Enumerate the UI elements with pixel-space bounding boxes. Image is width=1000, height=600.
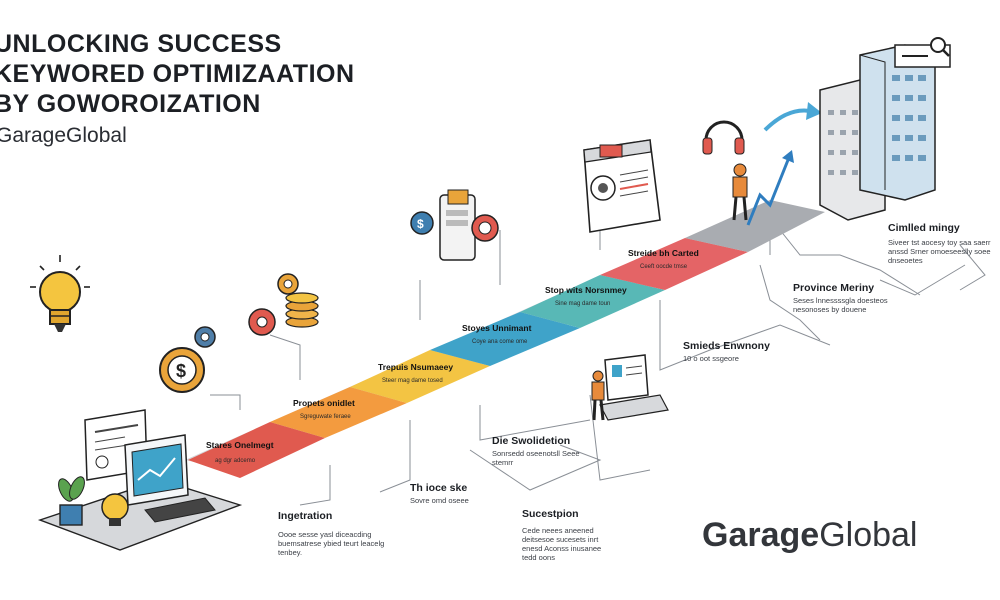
step-segment-2	[270, 387, 407, 438]
step-text-group: ag dgr adcemo Sgreguwate feraee Steer ma…	[215, 264, 688, 464]
label-ingetration-title: Ingetration	[278, 510, 333, 522]
step-title-3: Trepuis Nsumaeey	[378, 362, 453, 372]
label-th-ioce: Th ioce ske Sovre omd oseee	[410, 482, 500, 505]
buildings-icon	[819, 44, 951, 221]
label-sucestpion-text: Cede neees aneened deitsesoe sucesets in…	[522, 526, 602, 562]
step-text-1: ag dgr adcemo	[215, 458, 256, 464]
plant-icon	[58, 476, 85, 526]
step-title-1: Stares Onelmegt	[206, 440, 274, 450]
step-text-2: Sgreguwate feraee	[300, 414, 351, 420]
phone-coins-icon: $	[410, 189, 499, 261]
step-title-5: Stop wits Norsnmey	[545, 285, 627, 295]
step-segment-1	[188, 422, 325, 478]
title-line-1: UNLOCKING SUCCESS	[0, 30, 282, 58]
step-text-3: Steer mag dame tosed	[382, 378, 443, 384]
brand-logo: GarageGlobal	[702, 516, 917, 555]
label-cimlled: Cimlled mingy Siveer tst aocesy toy saa …	[888, 222, 993, 265]
browser-gear-icon	[583, 139, 661, 233]
svg-text:$: $	[417, 217, 424, 231]
label-province-title: Province Meriny	[793, 282, 875, 294]
step-title-6: Streide bh Carted	[628, 248, 699, 258]
person-arrow-icon	[732, 102, 822, 226]
desk-computer-icon	[37, 409, 243, 551]
label-die-swolidetion-text: Sonrsedd oseenotsll Seee stemrr	[492, 449, 580, 467]
title-line-2: KEYWORED OPTIMIZAATION	[0, 60, 355, 88]
step-text-6: Ceeft oocde tmse	[640, 264, 688, 270]
step-title-2: Propets onidlet	[293, 398, 355, 408]
lightbulb-icon	[30, 255, 90, 332]
step-segment-5	[520, 275, 665, 328]
title-line-3: BY GOWOROIZATION	[0, 90, 261, 118]
step-label-group: Stares Onelmegt Propets onidlet Trepuis …	[206, 248, 699, 450]
brand-logo-part2: Global	[819, 516, 918, 554]
brand-small: GarageGlobal	[0, 124, 127, 147]
label-die-swolidetion-title: Die Swolidetion	[492, 435, 571, 447]
step-text-5: Sine mag dame toun	[555, 301, 610, 307]
step-text-4: Coye ana come ome	[472, 339, 528, 345]
laptop-person-icon	[591, 354, 669, 421]
label-smieds-text: 10 o oot ssgeore	[683, 354, 739, 363]
label-die-swolidetion: Die Swolidetion Sonrsedd oseenotsll Seee…	[492, 435, 602, 467]
gears-coins-icon	[248, 273, 319, 336]
label-cimlled-text: Siveer tst aocesy toy saa saerr anssd Sr…	[888, 238, 991, 265]
label-th-ioce-text: Sovre omd oseee	[410, 496, 469, 505]
label-smieds: Smieds Enwnony 10 o oot ssgeore	[683, 340, 783, 363]
label-sucestpion-title: Sucestpion	[522, 508, 579, 520]
step-segment-3	[350, 350, 490, 403]
step-segment-6	[600, 238, 748, 290]
search-icon	[930, 37, 950, 57]
svg-text:$: $	[176, 361, 186, 381]
label-th-ioce-title: Th ioce ske	[410, 482, 468, 494]
label-smieds-title: Smieds Enwnony	[683, 340, 770, 352]
label-province-text: Seses lnnessssgla doesteos nesonoses by …	[793, 296, 888, 314]
label-sucestpion: Sucestpion Cede neees aneened deitsesoe …	[522, 508, 617, 562]
gear-dollar-icon: $	[159, 326, 216, 393]
step-segments	[188, 200, 825, 478]
label-ingetration: Ingetration Oooe sesse yasl diceacding b…	[278, 510, 398, 557]
step-segment-4	[430, 312, 580, 366]
headset-icon	[702, 120, 745, 155]
label-ingetration-text: Oooe sesse yasl diceacding buemsatrese y…	[278, 530, 385, 557]
label-cimlled-title: Cimlled mingy	[888, 222, 960, 234]
step-title-4: Stoyes Unnimant	[462, 323, 532, 333]
label-province: Province Meriny Seses lnnessssgla doeste…	[793, 282, 888, 314]
brand-logo-part1: Garage	[702, 516, 820, 554]
